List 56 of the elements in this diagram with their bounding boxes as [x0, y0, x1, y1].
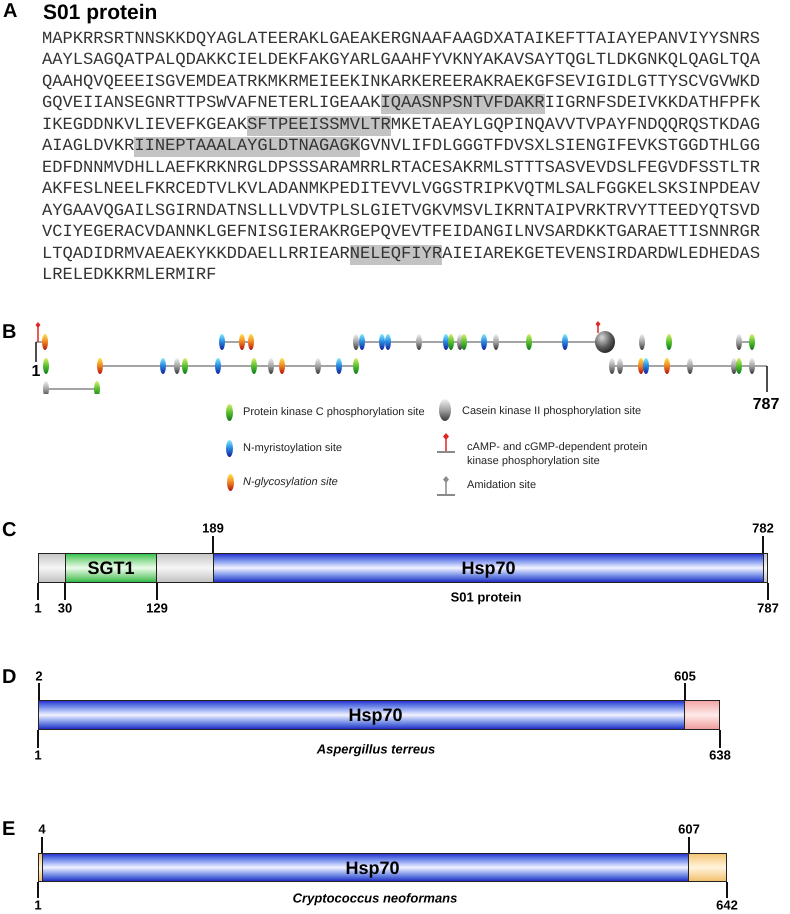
sequence-text: MKETAEAYLGQPINQAVVTVPAYFNDQQRQSTKDAG	[390, 116, 760, 136]
sequence-text: VCIYEGERACVDANNKLGEFNISGIERAKRGEPQVEVTFEIDANGILNVSARDKKTGARAETTISNNRGR	[42, 223, 760, 244]
position-number: 2	[35, 668, 43, 684]
position-number: 189	[202, 520, 224, 536]
sequence-text: AIEIAREKGETEVENSIRDARDWLEDHEDAS	[442, 244, 760, 265]
sequence-text: LTQADIDRMVAEAEKYKKDDAELLRRIEAR	[42, 244, 350, 265]
sequence-text: EDFDNNMVDHLLAEFKRKNRGLDPSSSARAMRRLRTACESAKRMLSTTTSASVEVDSLFEGVDFSSTLTR	[42, 158, 760, 179]
sequence-text: AKFESLNEELFKRCEDTVLKVLADANMKPEDITEVVLVGGSTRIPKVQTMLSALFGGKELSKSINPDEAV	[42, 180, 760, 200]
panel-letter: C	[2, 520, 16, 540]
position-number: 782	[752, 520, 774, 536]
highlighted-peptide: SFTPEEISSMVLTR	[247, 116, 391, 136]
domain-segment: Hsp70	[42, 854, 689, 881]
position-number: 605	[674, 668, 696, 684]
position-number: 4	[38, 822, 46, 836]
position-number: 787	[757, 600, 779, 616]
sequence-text: IIGRNFSDEIVKKDATHFPFK	[544, 94, 760, 114]
position-number: 1	[34, 898, 42, 912]
position-number: 642	[716, 898, 738, 912]
bar-caption: Cryptococcus neoformans	[292, 890, 458, 906]
sequence-text: AYGAAVQGAILSGIRNDATNSLLLVDVTPLSLGIETVGKVMSVLIKRNTAIPVRKTRVYTTEEDYQTSVD	[42, 202, 760, 222]
highlighted-peptide: IQAASNPSNTVFDAKR	[380, 94, 545, 114]
legend-text: cAMP- and cGMP-dependent protein kinase phosphorylation site	[467, 440, 648, 468]
legend-text: N-glycosylation site	[243, 475, 338, 489]
panel-letter: A	[3, 1, 18, 21]
protein-bar	[38, 553, 768, 583]
sequence-text: LRELEDKKRMLERMIRF	[42, 266, 216, 286]
position-number: 607	[678, 822, 700, 836]
position-number: 1	[34, 600, 42, 616]
panel-letter: E	[2, 819, 16, 839]
sequence-text: IKEGDDNKVLIEVEFKGEAK	[42, 116, 248, 136]
bar-caption: Aspergillus terreus	[316, 742, 436, 756]
sequence-text: GQVEIIANSEGNRTTPSWVAFNETERLIGEAAK	[42, 94, 381, 114]
position-number: 1	[32, 363, 40, 381]
panel-letter: B	[2, 322, 16, 342]
sequence-text: QAAHQVQEEEISGVEMDEATRKMKRMEIEEKINKARKEREERAKRAEKGFSEVIGIDLGTTYSCVGVWKD	[42, 72, 760, 93]
bar-caption: S01 protein	[450, 590, 522, 604]
domain-segment: Hsp70	[213, 554, 764, 582]
panel-letter: D	[2, 667, 16, 687]
position-number: 129	[146, 600, 168, 616]
highlighted-peptide: NELEQFIYR	[350, 244, 442, 265]
domain-segment: SGT1	[65, 554, 157, 582]
sequence-text: AAYLSAGQATPALQDAKKCIELDEKFAKGYARLGAAHFYVKNYAKAVSAYTQGLTLDKGNKQLQAGLTQA	[42, 51, 760, 72]
panel-title: S01 protein	[43, 1, 158, 25]
position-number: 638	[709, 748, 731, 762]
position-number: 1	[34, 748, 42, 762]
legend-text: Amidation site	[467, 478, 536, 492]
legend-text: Protein kinase C phosphorylation site	[243, 405, 425, 419]
legend-text: Casein kinase II phosphorylation site	[462, 404, 642, 418]
position-number: 787	[752, 396, 780, 414]
sequence-text: MAPKRRSRTNNSKKDQYAGLATEERAKLGAEAKERGNAAFAAGDXATAIKEFTTAIAYEPANVIYYSNRS	[42, 30, 760, 50]
domain-segment: Hsp70	[39, 701, 685, 729]
highlighted-peptide: IINEPTAAALAYGLDTNAGAGK	[134, 137, 360, 158]
sequence-text: AIAGLDVKR	[42, 137, 134, 158]
position-number: 30	[58, 600, 72, 616]
legend-text: N-myristoylation site	[243, 441, 342, 455]
sequence-text: GVNVLIFDLGGGTFDVSXLSIENGIFEVKSTGGDTHLGG	[360, 137, 760, 158]
